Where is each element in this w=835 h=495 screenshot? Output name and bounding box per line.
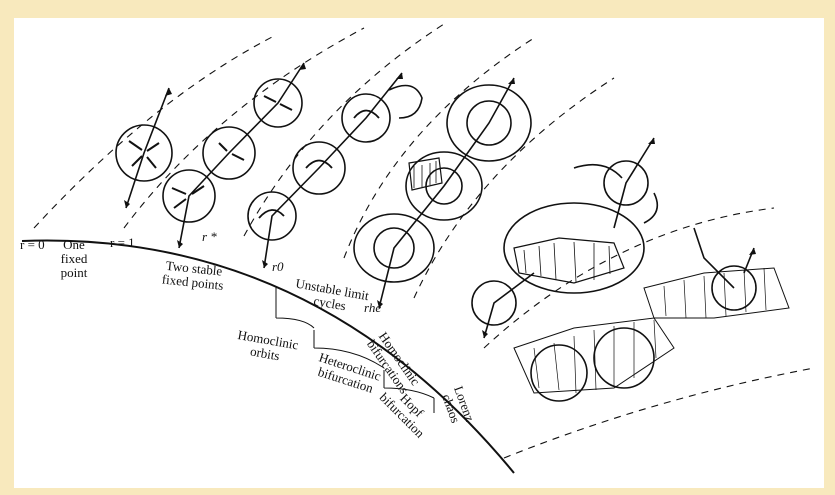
parameter-axis <box>21 239 515 474</box>
flow-arrows <box>124 63 756 338</box>
region-brackets <box>275 286 435 413</box>
r-zero-label: r = 0 <box>20 237 45 252</box>
region-boundaries <box>33 23 815 459</box>
r-one-label: r = 1 <box>110 235 135 250</box>
r-zero-sub-label: r0 <box>272 259 284 274</box>
r-star-label: r * <box>202 229 217 244</box>
one-fixed-point-label: One fixed point <box>60 237 88 280</box>
diagram-panel: r = 0 One fixed point r = 1 Two stable f… <box>14 18 824 488</box>
bifurcation-sequence-diagram <box>21 23 815 474</box>
r-he-label: rhe <box>364 300 382 315</box>
phase-portraits <box>115 62 790 402</box>
